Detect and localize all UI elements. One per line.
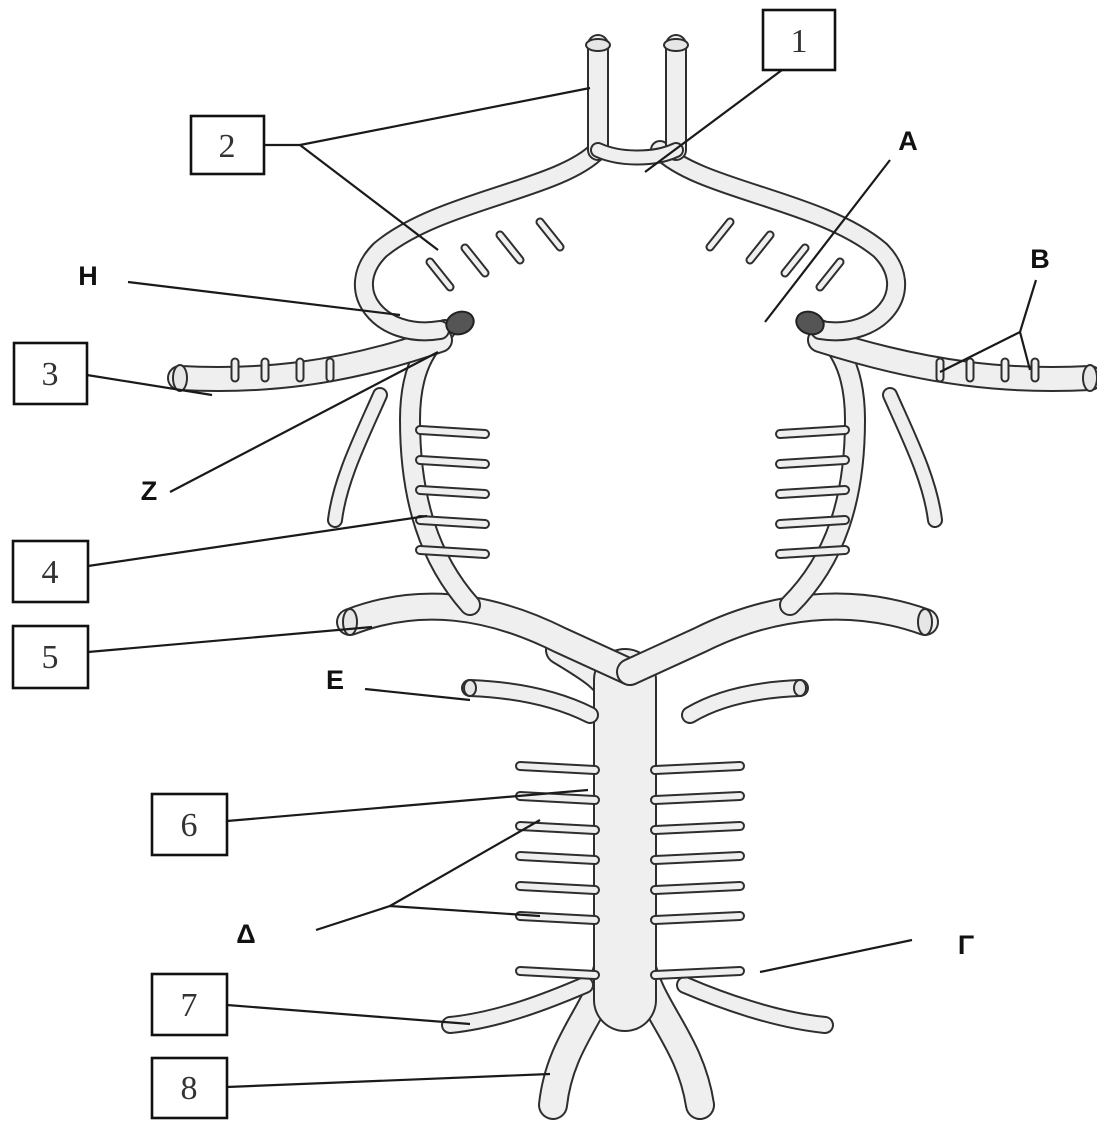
leader-B-left bbox=[940, 280, 1036, 372]
leader-Delta-lower bbox=[316, 906, 540, 930]
comm-branch-left-3 bbox=[420, 520, 485, 524]
middle-end-right bbox=[1083, 365, 1097, 391]
arc-branch-left-0 bbox=[430, 262, 450, 287]
label-Delta-text: Δ bbox=[236, 919, 255, 949]
middle-end-left bbox=[173, 365, 187, 391]
trunk-branch-right-4 bbox=[655, 886, 740, 890]
label-E-text: E bbox=[326, 665, 344, 695]
label-2-text: 2 bbox=[219, 128, 236, 165]
trunk-branch-left-5 bbox=[520, 916, 595, 920]
leader-2-lower bbox=[300, 145, 438, 250]
loop-left bbox=[335, 395, 380, 520]
comm-branch-left-2 bbox=[420, 490, 485, 494]
label-box-1: 1 bbox=[763, 10, 835, 70]
branch-E-end-right bbox=[794, 680, 806, 696]
comm-branch-right-3 bbox=[780, 520, 845, 524]
label-box-3: 3 bbox=[14, 343, 87, 404]
leader-6 bbox=[227, 790, 588, 821]
middle-artery-right bbox=[820, 340, 1090, 379]
leader-Delta-upper bbox=[390, 820, 540, 906]
comm-branch-left-0 bbox=[420, 430, 485, 434]
arc-branch-right-0 bbox=[820, 262, 840, 287]
label-Gamma-text: Γ bbox=[958, 930, 974, 960]
label-box-5: 5 bbox=[13, 626, 88, 688]
anterior-artery-left bbox=[364, 150, 598, 331]
label-B-text: B bbox=[1030, 244, 1050, 274]
middle-artery-left bbox=[180, 340, 440, 379]
trunk-branch-right-6 bbox=[655, 971, 740, 975]
leader-2-upper bbox=[264, 88, 590, 145]
branch-7-left bbox=[450, 985, 585, 1025]
comm-branch-right-4 bbox=[780, 550, 845, 554]
branch-E-end-left bbox=[464, 680, 476, 696]
comm-branch-right-1 bbox=[780, 460, 845, 464]
label-7-text: 7 bbox=[181, 987, 198, 1024]
arc-branch-left-1 bbox=[465, 248, 485, 273]
trunk-branch-left-4 bbox=[520, 886, 595, 890]
anterior-end-right bbox=[664, 39, 688, 51]
label-1-text: 1 bbox=[791, 23, 808, 60]
comm-branch-right-2 bbox=[780, 490, 845, 494]
arc-branch-right-2 bbox=[750, 235, 770, 260]
vessel-network bbox=[180, 45, 1090, 1105]
leader-lines bbox=[87, 70, 1036, 1087]
trunk-branch-right-0 bbox=[655, 766, 740, 770]
label-box-2: 2 bbox=[191, 116, 264, 174]
trunk-branch-left-0 bbox=[520, 766, 595, 770]
label-box-6: 6 bbox=[152, 794, 227, 855]
trunk-branch-right-2 bbox=[655, 826, 740, 830]
anterior-end-left bbox=[586, 39, 610, 51]
leader-Gamma bbox=[760, 940, 912, 972]
trunk-branch-left-2 bbox=[520, 826, 595, 830]
arc-branch-left-3 bbox=[540, 222, 560, 247]
trunk-branch-right-3 bbox=[655, 856, 740, 860]
trunk-branch-right-5 bbox=[655, 916, 740, 920]
label-H-text: H bbox=[78, 261, 98, 291]
label-5-text: 5 bbox=[42, 639, 59, 676]
arc-branch-left-2 bbox=[500, 235, 520, 260]
label-box-7: 7 bbox=[152, 974, 227, 1035]
branch-E-left bbox=[470, 688, 590, 715]
posterior-end-left bbox=[343, 609, 357, 635]
leader-4 bbox=[88, 516, 427, 566]
leader-7 bbox=[227, 1005, 470, 1024]
label-4-text: 4 bbox=[42, 554, 59, 591]
leader-8 bbox=[227, 1074, 550, 1087]
branch-E-right bbox=[690, 688, 800, 715]
label-A-text: A bbox=[898, 126, 918, 156]
leader-5 bbox=[88, 627, 372, 652]
posterior-artery-right bbox=[630, 607, 925, 672]
leader-E bbox=[365, 689, 470, 700]
branch-7-right bbox=[685, 985, 825, 1025]
label-8-text: 8 bbox=[181, 1070, 198, 1107]
label-box-4: 4 bbox=[13, 541, 88, 602]
trunk-branch-left-6 bbox=[520, 971, 595, 975]
label-box-8: 8 bbox=[152, 1058, 227, 1118]
trunk-branch-left-1 bbox=[520, 796, 595, 800]
leader-B-right bbox=[1020, 332, 1030, 370]
label-3-text: 3 bbox=[42, 356, 59, 393]
trunk-branch-left-3 bbox=[520, 856, 595, 860]
label-6-text: 6 bbox=[181, 807, 198, 844]
comm-branch-right-0 bbox=[780, 430, 845, 434]
trunk-branch-right-1 bbox=[655, 796, 740, 800]
comm-branch-left-1 bbox=[420, 460, 485, 464]
posterior-end-right bbox=[918, 609, 932, 635]
arc-branch-right-1 bbox=[785, 248, 805, 273]
comm-branch-left-4 bbox=[420, 550, 485, 554]
loop-right bbox=[890, 395, 935, 520]
posterior-artery-left bbox=[350, 607, 630, 672]
label-Z-text: Z bbox=[141, 476, 158, 506]
arc-branch-right-3 bbox=[710, 222, 730, 247]
